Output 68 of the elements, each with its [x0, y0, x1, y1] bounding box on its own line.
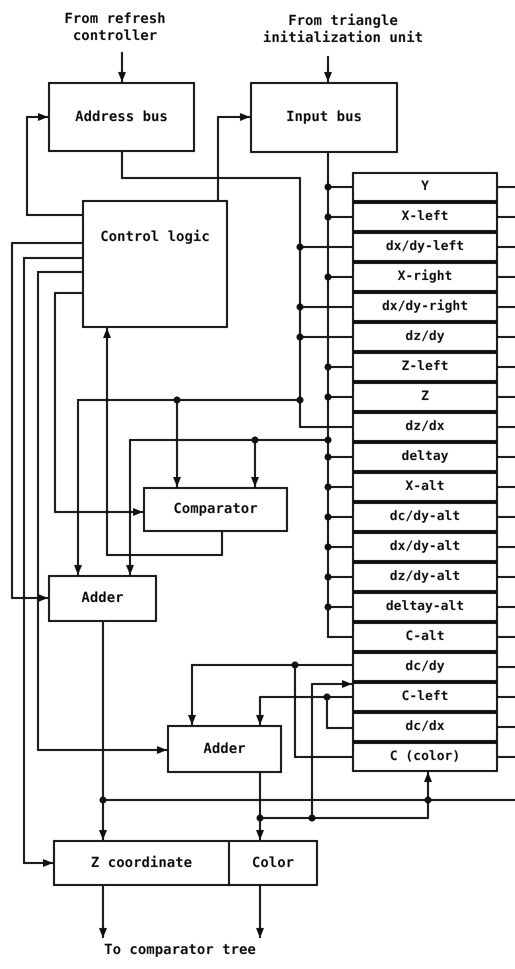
block-label: Comparator [172, 500, 259, 519]
connector-arrow [103, 328, 223, 556]
register-box [352, 202, 498, 232]
register-label: dx/dy-right [380, 298, 470, 316]
register-box [352, 622, 498, 652]
output-label: To comparator tree [50, 938, 310, 964]
connector-arrow [217, 113, 250, 200]
register-label: X-left [400, 208, 450, 226]
register-label: C-left [400, 688, 450, 706]
register-box [352, 262, 498, 292]
register-box [352, 562, 498, 592]
connector-arrow [256, 886, 264, 938]
input-label: From triangle initialization unit [228, 4, 458, 56]
register-box [352, 352, 498, 382]
register-label: C (color) [388, 748, 462, 766]
register-box [352, 442, 498, 472]
register-label: Z-left [400, 358, 450, 376]
register-box [352, 502, 498, 532]
register-label: Y [420, 178, 430, 196]
register-label: dz/dy [404, 328, 446, 346]
register-label: dz/dx [404, 418, 446, 436]
register-box [352, 712, 498, 742]
connector-arrow [54, 292, 143, 516]
register-box [352, 322, 498, 352]
block-label: Address bus [74, 108, 169, 126]
block-box [250, 82, 398, 153]
block-box [53, 840, 230, 886]
connector-arrow [26, 113, 82, 216]
block-box [143, 487, 288, 532]
register-box [352, 382, 498, 412]
block-label: Input bus [285, 108, 363, 127]
connector-arrow [23, 257, 82, 867]
register-label: dc/dy-alt [388, 508, 462, 526]
register-label: X-right [396, 268, 454, 286]
register-label: dz/dy-alt [388, 568, 462, 586]
block-box [48, 82, 195, 152]
register-label: Z [420, 388, 430, 406]
register-box [352, 412, 498, 442]
register-box [352, 682, 498, 712]
block-label: Z coordinate [90, 854, 194, 872]
register-box [352, 232, 498, 262]
register-box [352, 292, 498, 322]
connector-arrow [118, 52, 126, 82]
connector-arrow [37, 271, 167, 754]
register-box [352, 532, 498, 562]
block-box [167, 725, 282, 773]
register-label: C-alt [404, 628, 446, 646]
block-box [82, 200, 228, 328]
connector-arrow [99, 886, 107, 938]
block-box [48, 575, 157, 622]
register-box [352, 472, 498, 502]
connector-arrow [324, 56, 332, 82]
register-box [352, 652, 498, 682]
register-label: dc/dx [404, 718, 446, 736]
input-label: From refresh controller [30, 4, 200, 52]
block-label: Adder [80, 589, 125, 608]
register-label: X-alt [404, 478, 446, 496]
block-label: Color [250, 854, 296, 872]
register-label: deltay [400, 448, 450, 466]
connector-arrow [11, 242, 82, 602]
register-box [352, 592, 498, 622]
block-box [228, 840, 318, 886]
register-label: dx/dy-left [384, 238, 466, 256]
block-label: Control logic [99, 228, 211, 246]
register-label: deltay-alt [384, 598, 466, 616]
block-label: Adder [202, 740, 247, 758]
register-label: dc/dy [404, 658, 446, 676]
register-label: dx/dy-alt [388, 538, 462, 556]
